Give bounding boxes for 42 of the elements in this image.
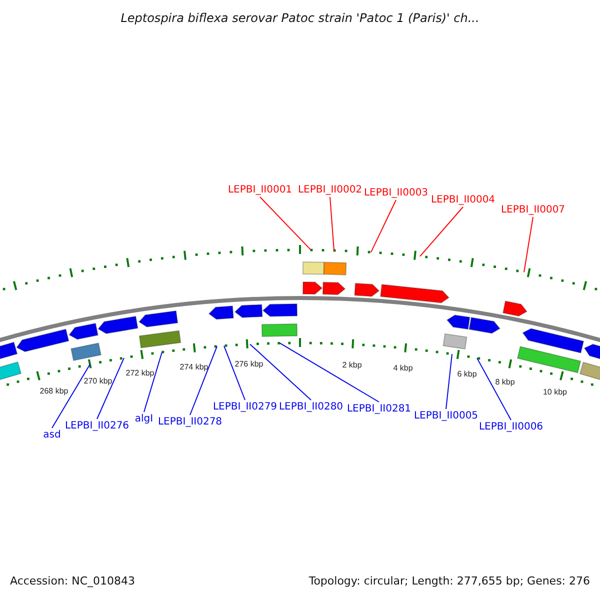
leader-line xyxy=(476,358,512,420)
leader-line xyxy=(330,196,334,251)
scale-label: 270 kbp xyxy=(84,376,112,386)
gene-label: LEPBI_II0281 xyxy=(346,404,412,414)
gene-label: LEPBI_II0001 xyxy=(228,184,292,196)
gene-label: LEPBI_II0276 xyxy=(64,420,130,432)
gene-label: LEPBI_II0002 xyxy=(298,184,362,196)
title: Leptospira biflexa serovar Patoc strain 'Patoc 1 (Paris)' ch... xyxy=(120,11,480,25)
scale-label: 268 kbp xyxy=(40,386,68,396)
scale-label: 272 kbp xyxy=(126,368,154,378)
gene-label: LEPBI_II0004 xyxy=(430,194,496,206)
summary-text: Topology: circular; Length: 277,655 bp; Genes: 276 xyxy=(308,574,590,588)
scale-label: 4 kbp xyxy=(393,364,413,372)
gene-label: LEPBI_II0280 xyxy=(278,402,344,412)
leader-line xyxy=(446,354,452,410)
gene-label: LEPBI_II0278 xyxy=(158,416,222,428)
gene-label: asd xyxy=(43,430,61,440)
leader-line xyxy=(370,200,396,253)
leader-line xyxy=(224,345,246,400)
scale-label: 276 kbp xyxy=(234,360,264,368)
leader-line xyxy=(190,346,218,416)
leader-line xyxy=(52,364,90,428)
accession-text: Accession: NC_010843 xyxy=(10,574,136,588)
gene-label: algI xyxy=(134,414,154,424)
scale-label: 274 kbp xyxy=(180,362,208,372)
scale-label: 6 kbp xyxy=(457,370,477,378)
leader-line xyxy=(144,352,162,412)
gene-label: LEPBI_II0006 xyxy=(478,422,544,432)
scale-ring xyxy=(6,338,594,386)
gene-label: LEPBI_II0005 xyxy=(414,410,478,422)
leader-line xyxy=(96,357,124,420)
gene-label: LEPBI_II0007 xyxy=(500,204,566,216)
leader-line xyxy=(280,342,380,402)
leader-line xyxy=(524,216,534,273)
gene-label: LEPBI_II0003 xyxy=(364,188,428,198)
scale-ring xyxy=(2,245,598,290)
gene-label: LEPBI_II0279 xyxy=(212,402,278,412)
scale-label: 2 kbp xyxy=(342,360,362,370)
leader-line xyxy=(260,196,312,251)
leader-line xyxy=(420,206,464,257)
leader-line xyxy=(250,344,312,400)
scale-label: 8 kbp xyxy=(495,378,515,386)
